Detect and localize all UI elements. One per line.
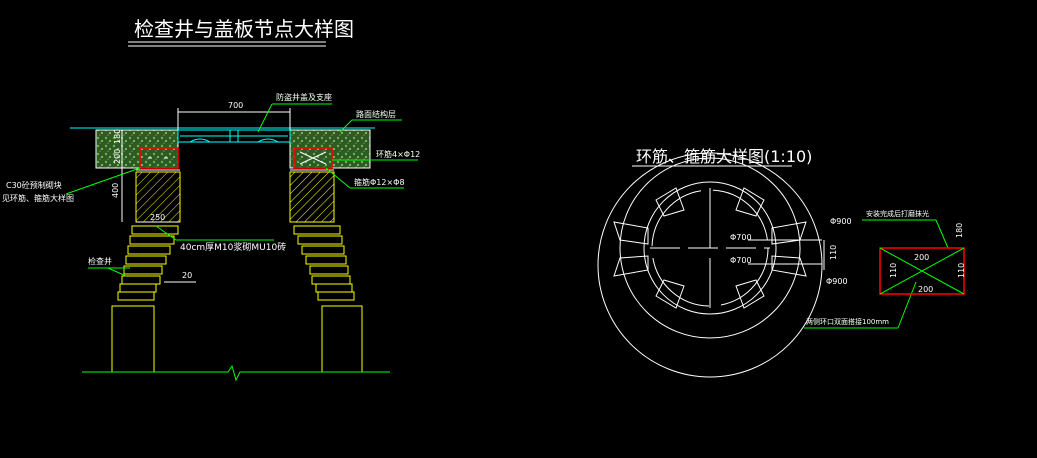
label-road: 路面结构层 bbox=[356, 109, 396, 119]
masonry-right bbox=[289, 171, 335, 223]
note-bottom: 两侧环口双面搭接100mm bbox=[806, 317, 889, 326]
dim-110-gap: 110 bbox=[829, 245, 838, 260]
dim-200: 200 bbox=[113, 149, 122, 164]
concrete-right bbox=[289, 129, 371, 169]
dim-d900-top: Φ900 bbox=[830, 217, 852, 226]
ring-inner bbox=[643, 181, 777, 315]
right-detail: 环筋、箍筋大样图(1:10) Φ900 Φ700 Φ700 Φ900 110 安… bbox=[597, 147, 966, 378]
label-concrete-2: 见环筋、箍筋大样图 bbox=[2, 193, 74, 203]
precast-block-right bbox=[293, 147, 333, 169]
label-concrete-1: C30砼预制砌块 bbox=[6, 180, 62, 190]
stirrup-pads bbox=[613, 187, 807, 309]
left-title: 检查井与盖板节点大样图 bbox=[134, 17, 354, 41]
label-stirrup: 箍筋Φ12×Φ8 bbox=[354, 177, 405, 187]
section-box bbox=[879, 247, 965, 295]
dim-20: 20 bbox=[182, 271, 192, 280]
note-top: 安装完成后打磨抹光 bbox=[866, 209, 929, 218]
precast-block-left bbox=[139, 147, 179, 169]
section-h-left: 110 bbox=[889, 263, 898, 278]
label-cover: 防盗井盖及支座 bbox=[276, 92, 332, 102]
dim-400: 400 bbox=[111, 183, 120, 198]
label-well: 检查井 bbox=[88, 256, 112, 266]
label-masonry: 40cm厚M10浆砌MU10砖 bbox=[180, 241, 286, 253]
left-detail: 检查井与盖板节点大样图 bbox=[2, 17, 420, 382]
concrete-left bbox=[95, 129, 179, 169]
dim-700: 700 bbox=[228, 101, 243, 110]
outer-circle bbox=[597, 152, 823, 378]
section-w-top: 200 bbox=[914, 253, 929, 262]
ring-outer bbox=[619, 157, 801, 339]
dim-d700-bot: Φ700 bbox=[730, 256, 752, 265]
dim-d900-bot: Φ900 bbox=[826, 277, 848, 286]
section-h-180: 180 bbox=[955, 223, 964, 238]
well-wall-right bbox=[293, 225, 363, 373]
dim-d700-top: Φ700 bbox=[730, 233, 752, 242]
section-h-right: 110 bbox=[957, 263, 966, 278]
section-w-bot: 200 bbox=[918, 285, 933, 294]
ground-line bbox=[82, 364, 390, 382]
right-title: 环筋、箍筋大样图(1:10) bbox=[636, 147, 812, 166]
dim-180: 180 bbox=[113, 129, 122, 144]
dim-250: 250 bbox=[150, 213, 165, 222]
label-ring-bar: 环筋4×Φ12 bbox=[376, 149, 420, 159]
well-wall-left bbox=[111, 225, 179, 373]
